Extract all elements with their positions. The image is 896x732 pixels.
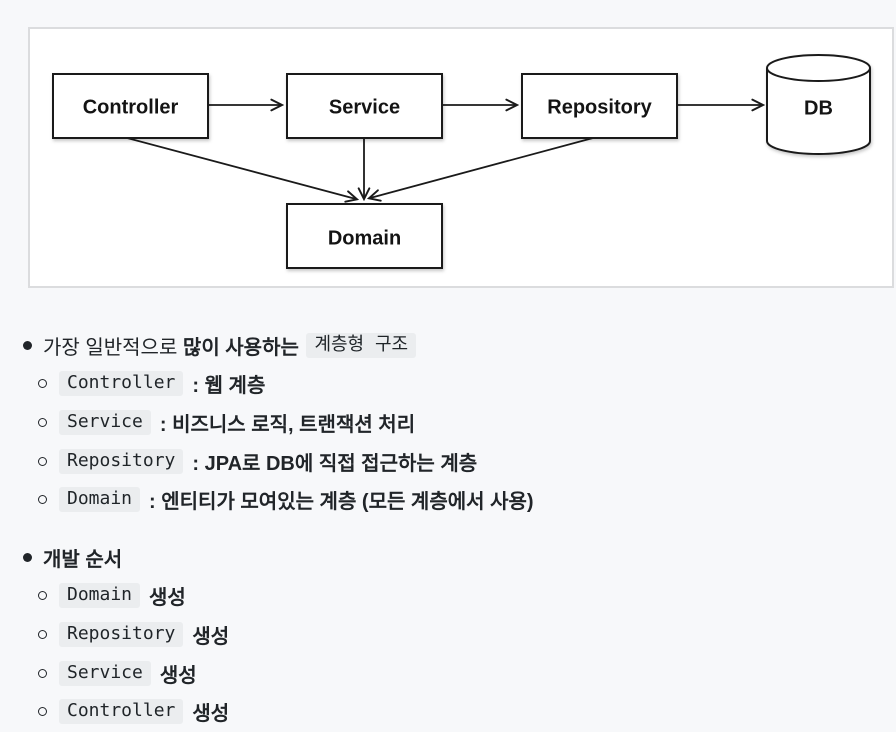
lead-text-normal: 가장 일반적으로 <box>43 336 183 359</box>
domain-node-label: Domain <box>328 227 401 249</box>
list-item: Controller 생성 <box>0 692 896 731</box>
controller-node <box>52 73 209 139</box>
lead-text-bold: 개발 순서 <box>43 548 123 571</box>
diagram-nodes <box>52 54 871 269</box>
bullet-circle-icon <box>38 495 47 505</box>
diagram-labels: Controller Service Repository DB Domain <box>83 96 833 249</box>
item-text: 생성 <box>159 664 197 687</box>
inline-code-chip: 계층형 구조 <box>306 332 417 358</box>
domain-node <box>286 203 443 269</box>
list-item: Repository 생성 <box>0 615 896 654</box>
architecture-diagram-panel: Controller Service Repository DB Domain <box>28 27 894 288</box>
item-text: : 비즈니스 로직, 트랜잭션 처리 <box>159 413 416 436</box>
controller-node-label: Controller <box>83 96 179 118</box>
item-text: : JPA로 DB에 직접 접근하는 계층 <box>192 452 478 475</box>
bullet-circle-icon <box>38 591 47 601</box>
diagram-edges <box>126 105 762 199</box>
inline-code-chip: Domain <box>59 583 141 609</box>
inline-code-chip: Service <box>59 409 151 435</box>
layered-architecture-diagram: Controller Service Repository DB Domain <box>52 54 871 269</box>
bullet-circle-icon <box>38 379 47 389</box>
item-text: 생성 <box>192 703 230 726</box>
db-cylinder-top <box>766 54 871 82</box>
item-text: 생성 <box>192 625 230 648</box>
list-item: Service : 비즈니스 로직, 트랜잭션 처리 <box>0 403 896 442</box>
bullet-circle-icon <box>38 629 47 639</box>
repository-node-label: Repository <box>547 96 652 118</box>
db-node-label: DB <box>804 97 833 119</box>
bullet-circle-icon <box>38 417 47 427</box>
layered-structure-list: 가장 일반적으로 많이 사용하는 계층형 구조 Controller : 웹 계… <box>0 326 896 519</box>
inline-code-chip: Repository <box>59 621 184 647</box>
dev-order-list: 개발 순서 Domain 생성 Repository 생성 Service 생성… <box>0 538 896 731</box>
bullet-dot-icon <box>23 552 32 562</box>
bullet-circle-icon <box>38 707 47 717</box>
list-item: Domain 생성 <box>0 577 896 616</box>
list-item: Controller : 웹 계층 <box>0 365 896 404</box>
inline-code-chip: Repository <box>59 448 184 474</box>
bullet-circle-icon <box>38 456 47 466</box>
bullet-dot-icon <box>23 340 32 350</box>
item-text: 생성 <box>149 587 186 610</box>
bullet-circle-icon <box>38 668 47 678</box>
repository-node <box>521 73 678 139</box>
service-node <box>286 73 443 139</box>
list-item-lead: 가장 일반적으로 많이 사용하는 계층형 구조 <box>0 326 896 365</box>
lead-text-bold: 많이 사용하는 <box>182 336 305 359</box>
inline-code-chip: Controller <box>59 371 184 397</box>
list-item: Repository : JPA로 DB에 직접 접근하는 계층 <box>0 442 896 481</box>
inline-code-chip: Service <box>59 660 151 686</box>
db-cylinder-node <box>766 54 871 155</box>
item-text: : 엔티티가 모여있는 계층 (모든 계층에서 사용) <box>149 491 534 514</box>
edge-repository-domain <box>370 137 594 198</box>
list-item-lead: 개발 순서 <box>0 538 896 577</box>
db-cylinder-body <box>766 68 871 155</box>
edge-controller-domain <box>126 137 356 199</box>
notes-section: 가장 일반적으로 많이 사용하는 계층형 구조 Controller : 웹 계… <box>0 326 896 731</box>
item-text: : 웹 계층 <box>192 375 266 398</box>
list-item: Domain : 엔티티가 모여있는 계층 (모든 계층에서 사용) <box>0 480 896 519</box>
service-node-label: Service <box>329 96 400 118</box>
inline-code-chip: Controller <box>59 699 184 725</box>
list-item: Service 생성 <box>0 654 896 693</box>
inline-code-chip: Domain <box>59 487 141 513</box>
